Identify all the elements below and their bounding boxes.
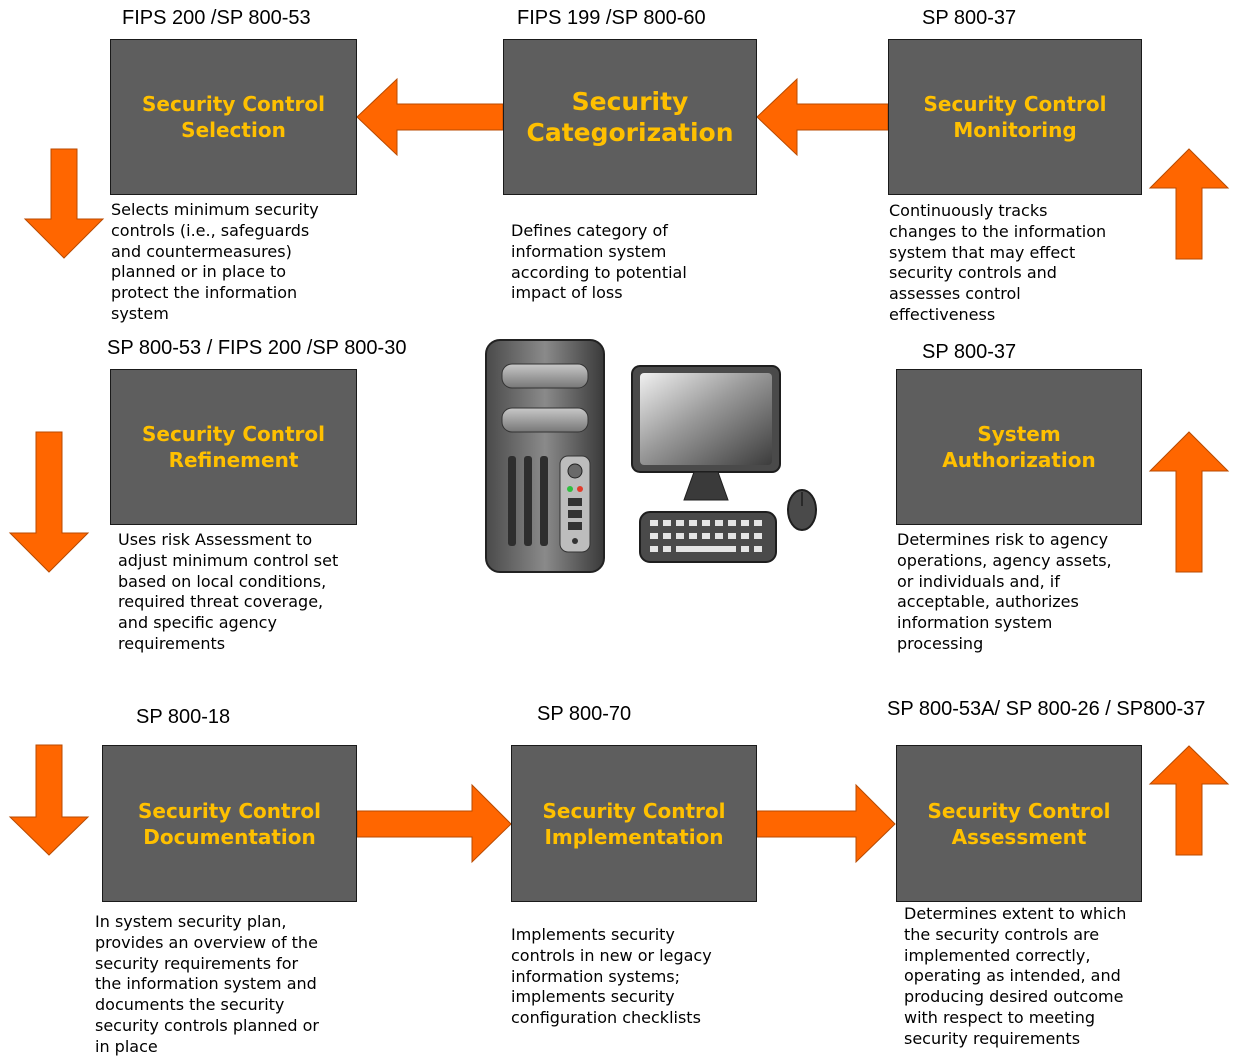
categorization-ref: FIPS 199 /SP 800-60: [517, 7, 706, 29]
arrow-monitoring-to-categorization-up: [1148, 148, 1230, 260]
arrow-down-to-documentation: [8, 744, 90, 856]
computer-icon: [485, 339, 817, 573]
authorization-ref: SP 800-37: [922, 341, 1017, 363]
arrow-implementation-to-assessment: [756, 783, 896, 864]
assessment-ref: SP 800-53A/ SP 800-26 / SP800-37: [887, 698, 1206, 720]
arrow-documentation-to-implementation: [356, 783, 512, 864]
arrow-refinement-to-documentation: [8, 431, 90, 573]
arrow-assessment-to-authorization: [1148, 745, 1230, 856]
documentation-ref: SP 800-18: [136, 706, 231, 728]
selection-ref: FIPS 200 /SP 800-53: [122, 7, 311, 29]
implementation-description: Implements security controls in new or l…: [511, 925, 712, 1028]
arrow-selection-to-refinement: [23, 148, 105, 259]
assessment-description: Determines extent to which the security …: [904, 904, 1127, 1048]
arrow-categorization-to-selection: [356, 77, 504, 157]
categorization-description: Defines category of information system a…: [511, 221, 687, 303]
refinement-ref: SP 800-53 / FIPS 200 /SP 800-30: [107, 337, 407, 359]
selection-description: Selects minimum security controls (i.e.,…: [111, 200, 319, 323]
authorization-description: Determines risk to agency operations, ag…: [897, 530, 1112, 653]
arrow-authorization-to-monitoring: [1148, 431, 1230, 573]
refinement-description: Uses risk Assessment to adjust minimum c…: [118, 530, 339, 653]
arrow-monitoring-to-categorization: [756, 77, 889, 157]
implementation-ref: SP 800-70: [537, 703, 632, 725]
documentation-description: In system security plan, provides an ove…: [95, 912, 319, 1056]
monitoring-ref: SP 800-37: [922, 7, 1017, 29]
monitoring-description: Continuously tracks changes to the infor…: [889, 201, 1107, 324]
